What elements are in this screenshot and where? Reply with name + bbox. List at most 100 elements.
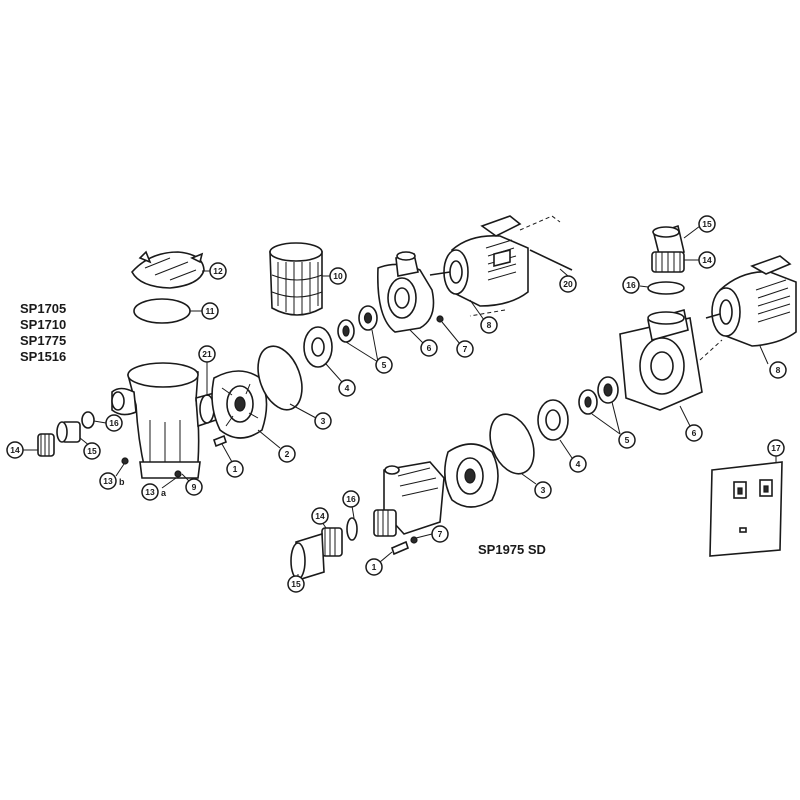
fitting-o-ring-lower <box>346 517 358 541</box>
union-fitting-top <box>651 224 685 273</box>
impeller-seal <box>337 305 378 343</box>
housing-o-ring <box>257 345 303 411</box>
diffuser-right <box>537 399 569 441</box>
callout-1-left-label: 1 <box>233 464 238 474</box>
strainer-lid <box>131 250 205 289</box>
callout-20: 20 <box>559 275 577 293</box>
callout-9: 9 <box>185 478 203 496</box>
callout-8-left-label: 8 <box>487 320 492 330</box>
callout-16-left: 16 <box>105 414 123 432</box>
callout-10-label: 10 <box>333 271 343 281</box>
callout-16-left-label: 16 <box>109 418 119 428</box>
model-label-4: SP1516 <box>20 349 66 364</box>
seal-plate <box>211 370 268 439</box>
callout-5-left-label: 5 <box>382 360 387 370</box>
callout-12-label: 12 <box>213 266 223 276</box>
callout-17: 17 <box>767 439 785 457</box>
callout-2: 2 <box>278 445 296 463</box>
callout-14-left: 14 <box>6 441 24 459</box>
callout-11-label: 11 <box>206 306 215 316</box>
callout-16-lower-label: 16 <box>346 494 356 504</box>
callout-6-right-label: 6 <box>692 428 697 438</box>
callout-14-left-label: 14 <box>10 445 20 455</box>
callout-13a: 13 a <box>141 483 167 501</box>
callout-5-right-label: 5 <box>625 435 630 445</box>
model-label-1: SP1705 <box>20 301 66 316</box>
callout-8-right: 8 <box>769 361 787 379</box>
callout-15-top-label: 15 <box>702 219 712 229</box>
motor-right <box>705 255 797 347</box>
housing-o-ring-right <box>489 413 535 475</box>
callout-6-left-label: 6 <box>427 343 432 353</box>
callout-2-label: 2 <box>285 449 290 459</box>
callout-21-label: 21 <box>202 349 212 359</box>
callout-4-left: 4 <box>338 379 356 397</box>
model-label-3: SP1775 <box>20 333 66 348</box>
model-label-sp1975: SP1975 SD <box>478 542 546 557</box>
drain-plug-right <box>410 536 418 544</box>
motor-left <box>429 215 529 307</box>
callout-7-right-label: 7 <box>438 529 443 539</box>
callout-9-label: 9 <box>192 482 197 492</box>
lid-o-ring <box>133 298 191 324</box>
union-fitting-left <box>37 411 95 457</box>
callout-16-top: 16 <box>622 276 640 294</box>
screw-right <box>391 540 409 556</box>
callout-5-left: 5 <box>375 356 393 374</box>
callout-1-right: 1 <box>365 558 383 576</box>
drain-plug-left <box>436 315 444 323</box>
pump-body-right <box>619 308 723 411</box>
callout-6-left: 6 <box>420 339 438 357</box>
callout-13b-suffix: b <box>119 477 125 487</box>
callout-11: 11 <box>201 302 219 320</box>
strainer-basket <box>269 242 323 316</box>
callout-5-right: 5 <box>618 431 636 449</box>
callout-21: 21 <box>198 345 216 363</box>
callout-13a-label: 13 <box>145 487 155 497</box>
model-list-group-a: SP1705 SP1710 SP1775 SP1516 <box>20 301 66 364</box>
drain-plug-b <box>121 457 129 465</box>
callout-13a-suffix: a <box>161 488 167 498</box>
diffuser <box>303 326 333 368</box>
callout-10: 10 <box>329 267 347 285</box>
union-fitting-right-lower <box>290 509 397 582</box>
seal-plate-right <box>444 443 499 508</box>
callout-3-left-label: 3 <box>321 416 326 426</box>
callout-15-lower-label: 15 <box>291 579 301 589</box>
callout-14-lower-label: 14 <box>315 511 325 521</box>
callout-14-top: 14 <box>698 251 716 269</box>
callout-20-label: 20 <box>563 279 573 289</box>
callout-4-left-label: 4 <box>345 383 350 393</box>
callout-15-left-label: 15 <box>87 446 97 456</box>
callout-12: 12 <box>209 262 227 280</box>
callout-15-lower: 15 <box>287 575 305 593</box>
impeller-seal-right <box>578 376 619 415</box>
callout-14-lower: 14 <box>311 507 329 525</box>
pump-body-left <box>377 251 435 333</box>
fitting-o-ring-top <box>647 281 685 295</box>
callout-6-right: 6 <box>685 424 703 442</box>
callout-1-left: 1 <box>226 460 244 478</box>
callout-7-left-label: 7 <box>463 344 468 354</box>
callout-3-right: 3 <box>534 481 552 499</box>
callout-8-left: 8 <box>480 316 498 334</box>
drain-plug-a <box>174 470 182 478</box>
callout-4-right-label: 4 <box>576 459 581 469</box>
callout-7-left: 7 <box>456 340 474 358</box>
callout-16-lower: 16 <box>342 490 360 508</box>
callout-4-right: 4 <box>569 455 587 473</box>
callout-15-top: 15 <box>698 215 716 233</box>
callout-16-top-label: 16 <box>626 280 636 290</box>
callout-7-right: 7 <box>431 525 449 543</box>
motor-wiring <box>469 215 573 317</box>
callout-8-right-label: 8 <box>776 365 781 375</box>
callout-14-top-label: 14 <box>702 255 712 265</box>
callout-1-right-label: 1 <box>372 562 377 572</box>
switch-plate <box>709 461 783 557</box>
screw-left <box>213 434 227 448</box>
callout-3-right-label: 3 <box>541 485 546 495</box>
callout-15-left: 15 <box>83 442 101 460</box>
model-label-2: SP1710 <box>20 317 66 332</box>
